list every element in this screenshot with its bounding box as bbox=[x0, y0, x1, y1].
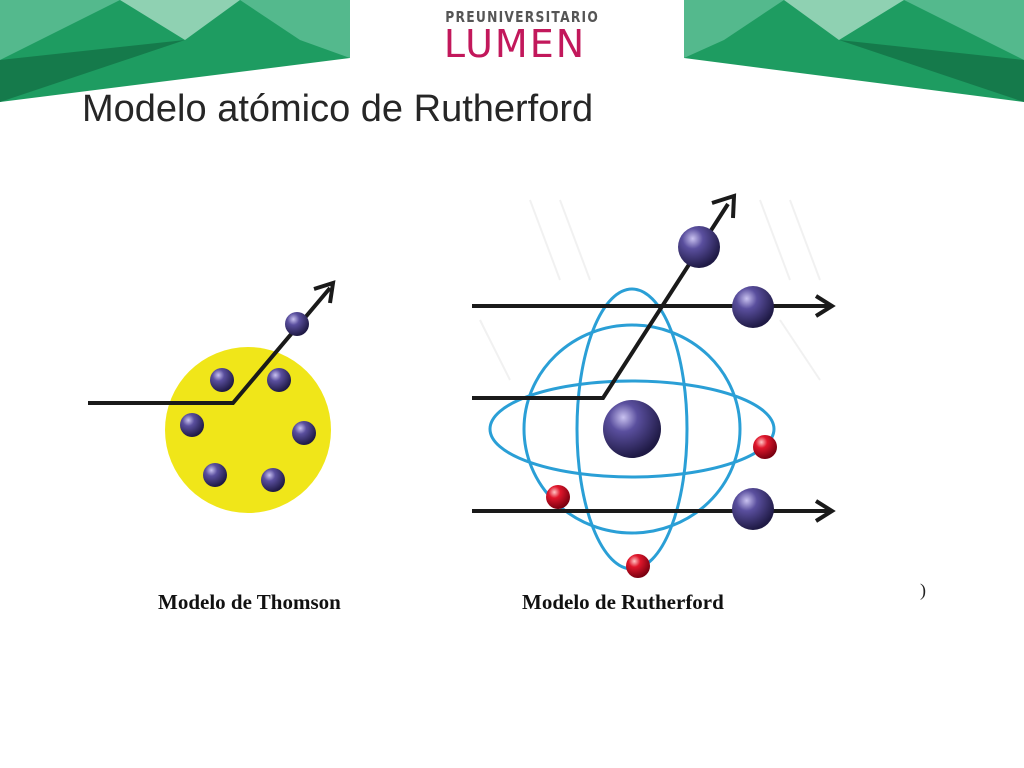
orbit-round bbox=[522, 323, 742, 535]
thomson-arrow-head bbox=[313, 280, 336, 304]
electron bbox=[626, 554, 650, 578]
thomson-model bbox=[88, 280, 336, 513]
logo-main-text: LUMEN bbox=[443, 22, 587, 66]
banner-left-light bbox=[0, 0, 120, 60]
thomson-caption: Modelo de Thomson bbox=[158, 590, 341, 614]
thomson-electron bbox=[261, 468, 285, 492]
banner-right-light3 bbox=[684, 0, 784, 58]
straight-alpha-particle-top bbox=[732, 286, 774, 328]
banner-right-dark bbox=[839, 40, 1024, 102]
thomson-electron bbox=[180, 413, 204, 437]
logo: PREUNIVERSITARIO LUMEN bbox=[430, 8, 600, 64]
straight-arrow-head-top bbox=[814, 294, 836, 318]
background-texture bbox=[479, 199, 821, 381]
orbit-horizontal bbox=[488, 379, 776, 479]
banner-right-light2 bbox=[784, 0, 904, 40]
electron bbox=[546, 485, 570, 509]
deflected-arrow-head bbox=[711, 193, 737, 219]
header-banner bbox=[0, 0, 1024, 102]
straight-alpha-particle-bottom bbox=[732, 488, 774, 530]
slide-title: Modelo atómico de Rutherford bbox=[82, 88, 594, 130]
logo-top-text: PREUNIVERSITARIO bbox=[445, 8, 600, 26]
thomson-electron bbox=[210, 368, 234, 392]
banner-right-light bbox=[904, 0, 1024, 60]
stray-glyph: ) bbox=[920, 580, 926, 600]
deflected-trajectory bbox=[472, 202, 730, 400]
rutherford-model bbox=[472, 193, 836, 578]
thomson-electron bbox=[292, 421, 316, 445]
banner-right-shape bbox=[684, 0, 1024, 102]
nucleus bbox=[603, 400, 661, 458]
thomson-electron bbox=[267, 368, 291, 392]
electron bbox=[753, 435, 777, 459]
straight-arrow-head-bottom bbox=[814, 499, 836, 523]
banner-left-light3 bbox=[240, 0, 350, 58]
thomson-electron bbox=[203, 463, 227, 487]
thomson-alpha-particle bbox=[285, 312, 309, 336]
deflected-alpha-particle bbox=[678, 226, 720, 268]
banner-left-dark bbox=[0, 40, 185, 102]
banner-left-light2 bbox=[120, 0, 240, 40]
rutherford-caption: Modelo de Rutherford bbox=[522, 590, 724, 614]
banner-left-shape bbox=[0, 0, 350, 102]
